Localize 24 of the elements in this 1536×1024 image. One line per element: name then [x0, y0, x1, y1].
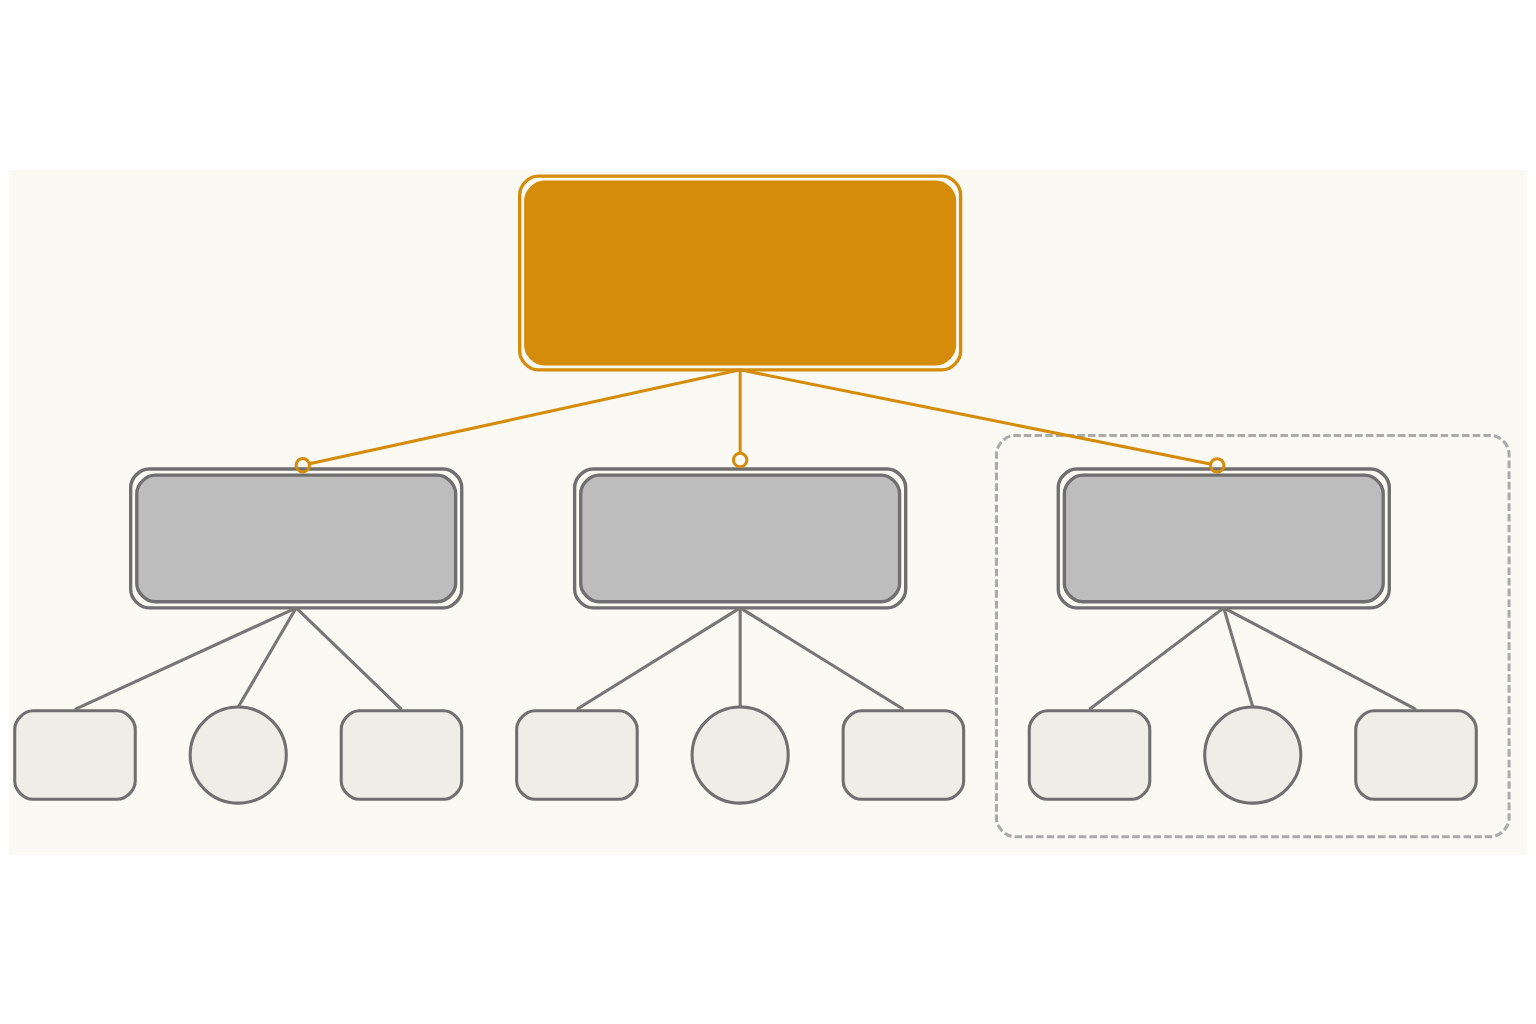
- connector: [1088, 606, 1225, 710]
- connector: [295, 606, 403, 710]
- connector: [576, 606, 741, 711]
- node-box: [515, 708, 639, 801]
- node-box: [339, 708, 464, 801]
- node-pill: [129, 466, 464, 610]
- node-circle: [690, 705, 790, 805]
- node-box: [1027, 708, 1152, 801]
- connector: [739, 606, 905, 711]
- node-pill: [1056, 466, 1391, 610]
- connector: [739, 367, 1226, 474]
- connector: [731, 369, 749, 468]
- node-circle: [1203, 705, 1303, 805]
- node-circle: [188, 705, 288, 805]
- connector: [1223, 606, 1417, 711]
- node-pill: [518, 173, 963, 372]
- node-box: [1354, 708, 1478, 801]
- connector: [74, 605, 297, 711]
- connector: [236, 606, 298, 708]
- node-pill: [572, 466, 908, 610]
- connector: [294, 367, 741, 474]
- node-box: [13, 708, 137, 801]
- node-box: [841, 708, 966, 801]
- connector: [738, 607, 742, 707]
